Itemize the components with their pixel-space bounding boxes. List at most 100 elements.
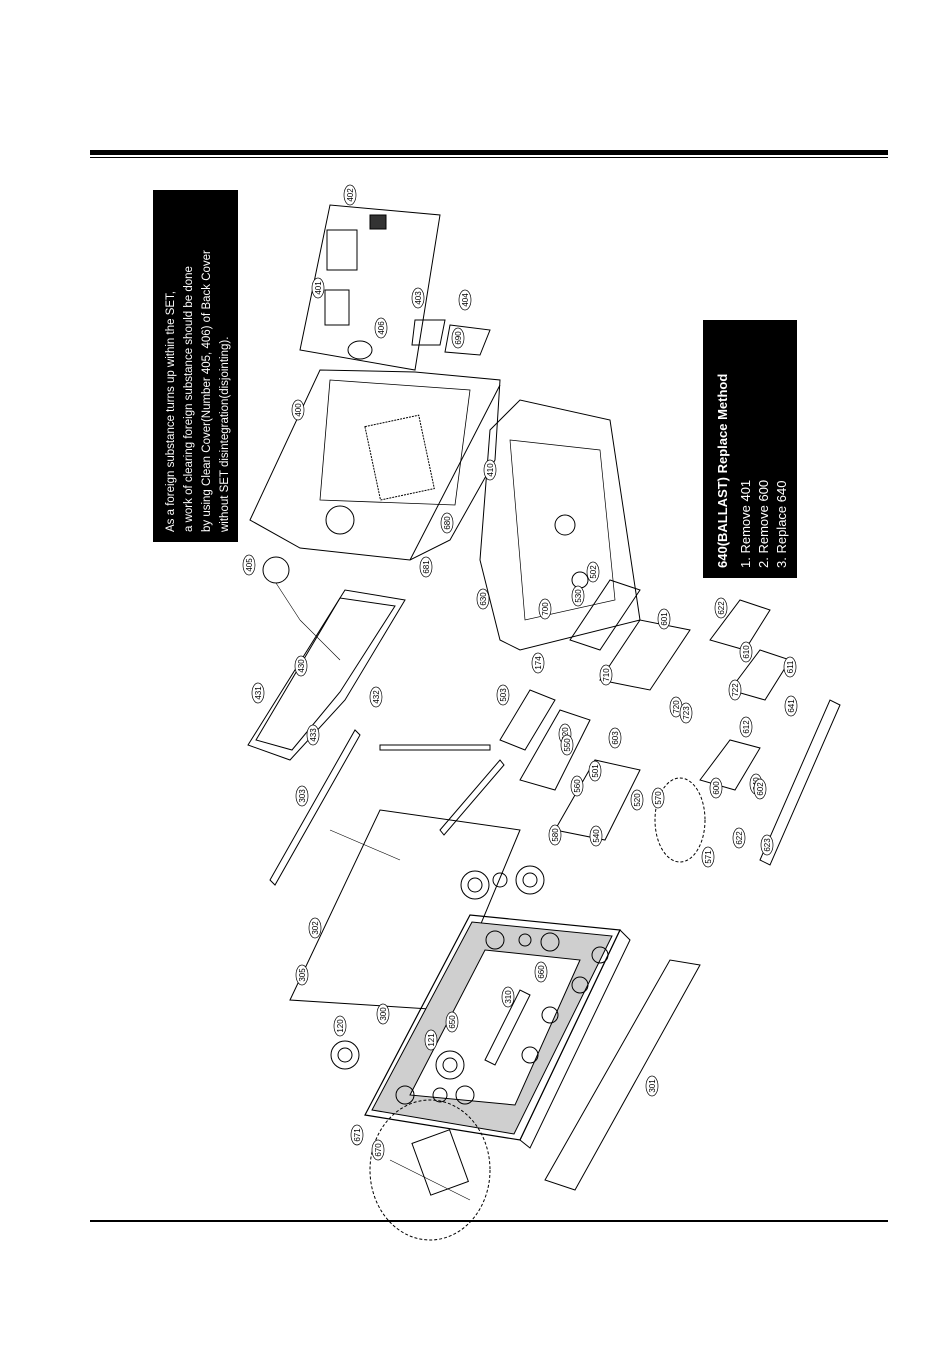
part-label-text: 300 [379,1007,388,1021]
part-label-302: 302 [308,917,322,939]
part-label-text: 641 [787,699,796,713]
part-label-432: 432 [369,686,383,708]
back-cover-400 [249,369,501,561]
part-label-text: 570 [654,791,663,805]
part-label-text: 700 [541,602,550,616]
part-label-623: 623 [760,834,774,856]
part-label-431: 431 [251,682,265,704]
part-label-610: 610 [739,641,753,663]
part-label-503: 503 [496,684,510,706]
part-label-303: 303 [295,785,309,807]
part-label-580: 580 [548,824,562,846]
part-label-611: 611 [783,656,797,678]
part-label-text: 431 [254,686,263,700]
part-label-174: 174 [531,652,545,674]
part-label-text: 560 [573,779,582,793]
part-label-400: 400 [291,399,305,421]
part-label-text: 120 [336,1019,345,1033]
part-label-641: 641 [784,695,798,717]
part-label-404: 404 [458,289,472,311]
part-label-text: 690 [454,331,463,345]
part-label-text: 310 [504,990,513,1004]
part-label-text: 622 [717,601,726,615]
part-label-720: 720 [669,696,683,718]
part-label-310: 310 [501,986,515,1008]
part-label-612: 612 [739,716,753,738]
part-label-text: 623 [763,838,772,852]
part-label-text: 680 [443,516,452,530]
part-label-405: 405 [242,554,256,576]
part-label-300: 300 [376,1003,390,1025]
part-label-670: 670 [371,1139,385,1161]
part-label-text: 580 [551,828,560,842]
header-rule-thin [90,157,888,158]
stand-frame-410 [479,399,641,651]
part-label-text: 502 [589,565,598,579]
part-label-text: 303 [298,789,307,803]
part-label-text: 612 [742,720,751,734]
part-labels: 402 401 403 404 406 690 400 410 680 681 405 630 502 7… [242,184,798,1161]
part-label-681: 681 [419,556,433,578]
part-label-601: 601 [657,608,671,630]
part-label-530: 530 [571,585,585,607]
part-label-text: 620 [561,727,570,741]
part-label-text: 302 [311,921,320,935]
part-label-text: 410 [486,463,495,477]
ballast-replace-note: 640(BALLAST) Replace Method 1. Remove 40… [703,320,797,578]
part-label-text: 404 [461,293,470,307]
top-cover-401 [299,204,441,371]
part-label-text: 600 [712,781,721,795]
foreign-substance-note: As a foreign substance turns up within t… [153,190,238,542]
part-label-722: 722 [728,679,742,701]
part-label-570: 570 [651,787,665,809]
part-label-text: 401 [314,281,323,295]
part-label-671: 671 [350,1124,364,1146]
part-label-text: 610 [742,645,751,659]
part-label-text: 722 [731,683,740,697]
part-label-text: 630 [479,592,488,606]
part-label-text: 305 [298,968,307,982]
part-label-text: 530 [574,589,583,603]
header-rule-thick [90,150,888,155]
part-label-540: 540 [589,825,603,847]
part-label-402: 402 [343,184,357,206]
part-label-text: 723 [682,706,691,720]
part-label-602: 602 [753,778,767,800]
part-label-401: 401 [311,277,325,299]
part-label-660: 660 [534,961,548,983]
part-label-text: 710 [602,668,611,682]
part-label-text: 400 [294,403,303,417]
part-label-121: 121 [424,1029,438,1051]
part-label-630: 630 [476,588,490,610]
part-label-690: 690 [451,327,465,349]
pdp-module-305 [289,809,521,1011]
part-label-650: 650 [445,1011,459,1033]
part-label-text: 406 [377,321,386,335]
part-label-text: 121 [427,1033,436,1047]
part-label-700: 700 [538,598,552,620]
part-label-723: 723 [679,702,693,724]
part-label-text: 602 [756,782,765,796]
part-label-433: 433 [306,724,320,746]
part-label-550: 550 [560,734,574,756]
part-label-502: 502 [586,561,600,583]
part-label-406: 406 [374,317,388,339]
part-label-text: 671 [353,1128,362,1142]
part-label-text: 611 [786,660,795,673]
part-label-text: 405 [245,558,254,572]
part-label-text: 403 [414,291,423,305]
filter-frame-430 [247,589,406,761]
part-label-text: 503 [499,688,508,702]
part-label-text: 650 [448,1015,457,1029]
part-label-622: 622 [714,597,728,619]
part-label-text: 660 [537,965,546,979]
part-label-520: 520 [630,789,644,811]
part-label-text: 720 [672,700,681,714]
part-label-text: 432 [372,690,381,704]
part-label-600: 600 [709,777,723,799]
part-label-text: 670 [374,1143,383,1157]
part-label-text: 433 [309,728,318,742]
part-label-text: 402 [346,188,355,202]
part-label-305: 305 [295,964,309,986]
